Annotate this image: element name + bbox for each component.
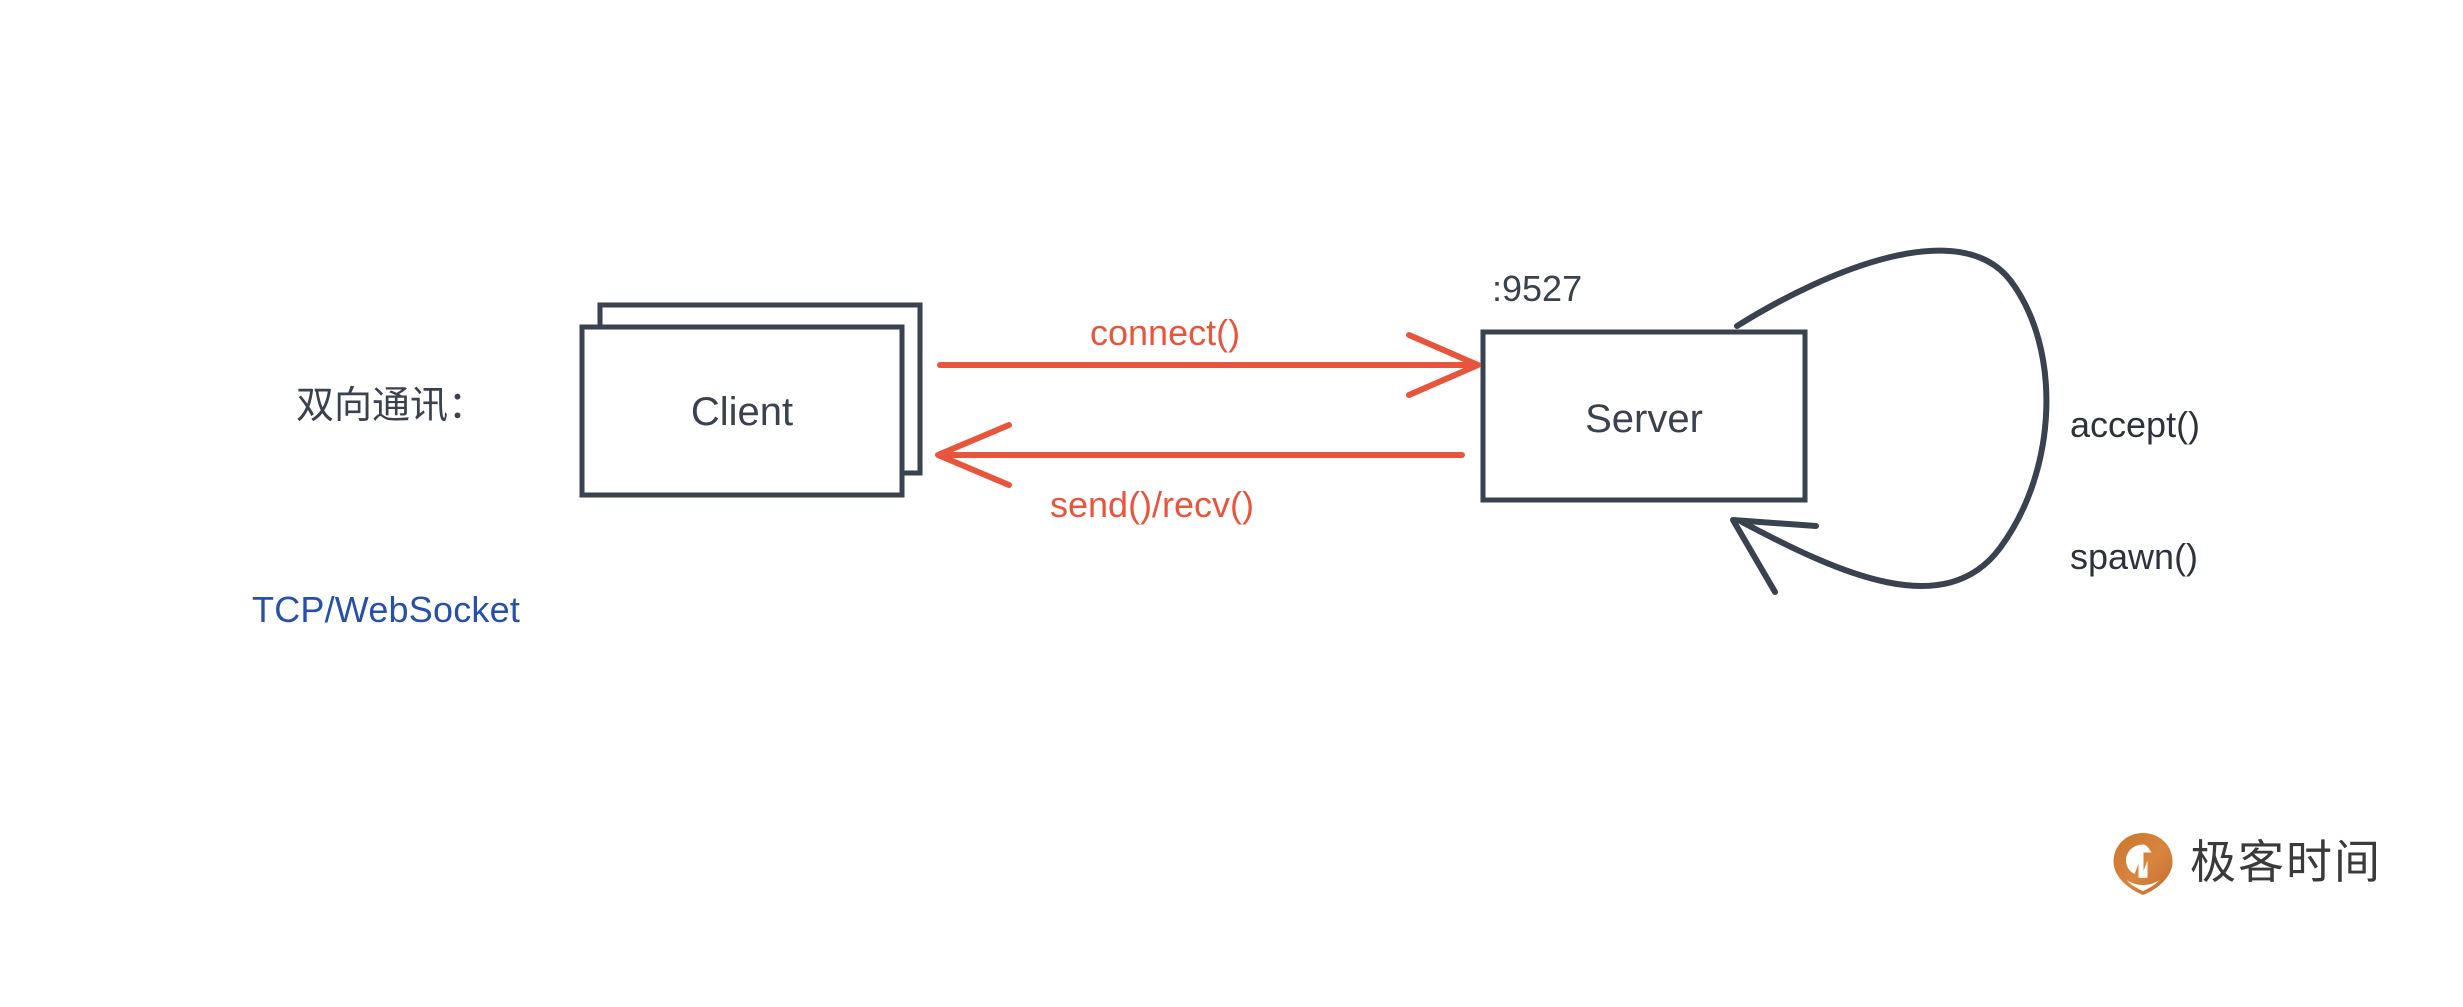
connect-arrow (937, 332, 1481, 398)
client-box-front (579, 324, 905, 498)
server-node-label: Server (1585, 397, 1703, 441)
server-box (1480, 329, 1808, 503)
send-recv-arrow (935, 422, 1465, 488)
spawn-label: spawn() (2070, 535, 2199, 577)
watermark-logo: 极客时间 (2112, 832, 2382, 896)
connect-arrow-label: connect() (1090, 312, 1241, 353)
geektime-pin-icon (2113, 833, 2173, 895)
accept-label: accept() (2070, 403, 2201, 445)
watermark-brand-text: 极客时间 (2190, 835, 2382, 889)
section-label: 双向通讯： (296, 385, 487, 427)
protocol-label: TCP/WebSocket (252, 589, 521, 630)
server-self-loop-arrow (1730, 247, 2050, 595)
server-port-label: :9527 (1492, 268, 1583, 309)
client-node-label: Client (690, 390, 794, 434)
send-recv-arrow-label: send()/recv() (1050, 484, 1255, 525)
server-loop-label: accept() spawn() (2070, 315, 2200, 666)
